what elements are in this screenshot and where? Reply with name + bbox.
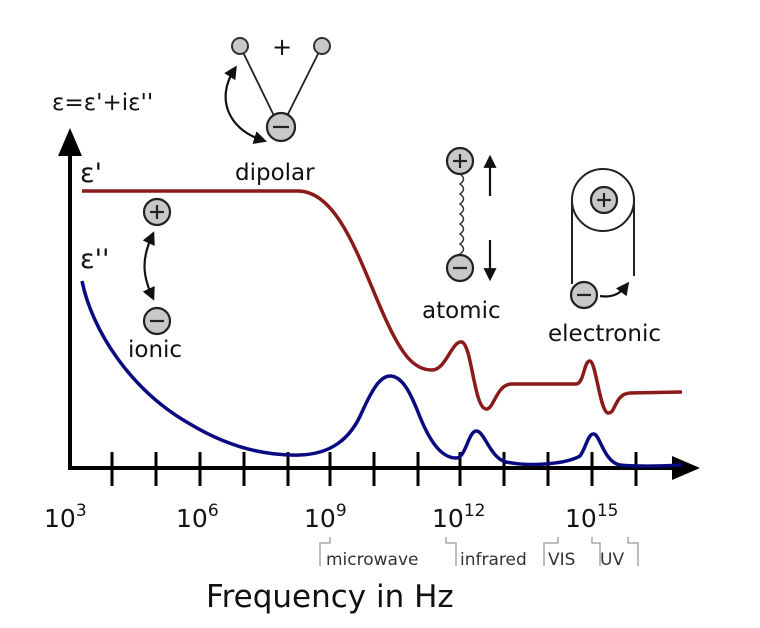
dipolar-mechanism-illustration: + [224,33,331,144]
band-label-uv: UV [600,550,624,570]
dipole-plus-sign: + [272,33,292,61]
band-label-infrared: infrared [460,550,527,570]
spectral-band-brackets [319,537,639,566]
atomic-mechanism-illustration [445,146,497,283]
tick-label-1e12: 1012 [432,501,485,533]
label-atomic: atomic [422,298,501,324]
electronic-mechanism-illustration [569,168,635,310]
x-axis-title: Frequency in Hz [206,579,454,615]
x-axis-arrowhead [672,456,700,480]
microwave-bracket [319,537,331,566]
tick-label-1e6: 106 [176,501,219,533]
real-part-symbol: ε' [80,158,102,189]
tick-label-1e3: 103 [44,501,87,533]
band-label-vis: VIS [548,550,575,570]
infrared-vis-bracket [543,537,559,566]
y-axis-arrowhead [58,128,82,156]
band-label-microwave: microwave [326,550,419,570]
microwave-infrared-bracket [445,537,457,566]
imag-part-curve [80,280,683,468]
imag-part-symbol: ε'' [80,244,109,275]
tick-label-1e15: 1015 [565,501,618,533]
x-tick-labels: 103 106 109 1012 1015 [44,501,618,533]
label-dipolar: dipolar [235,160,315,186]
label-electronic: electronic [548,321,661,347]
label-ionic: ionic [128,337,182,363]
ionic-mechanism-illustration [142,197,172,336]
permittivity-formula: ε=ε'+iε'' [52,90,153,116]
real-part-curve [82,189,683,415]
vis-uv-bracket [591,537,601,566]
tick-label-1e9: 109 [304,501,347,533]
uv-end-bracket [627,537,639,566]
